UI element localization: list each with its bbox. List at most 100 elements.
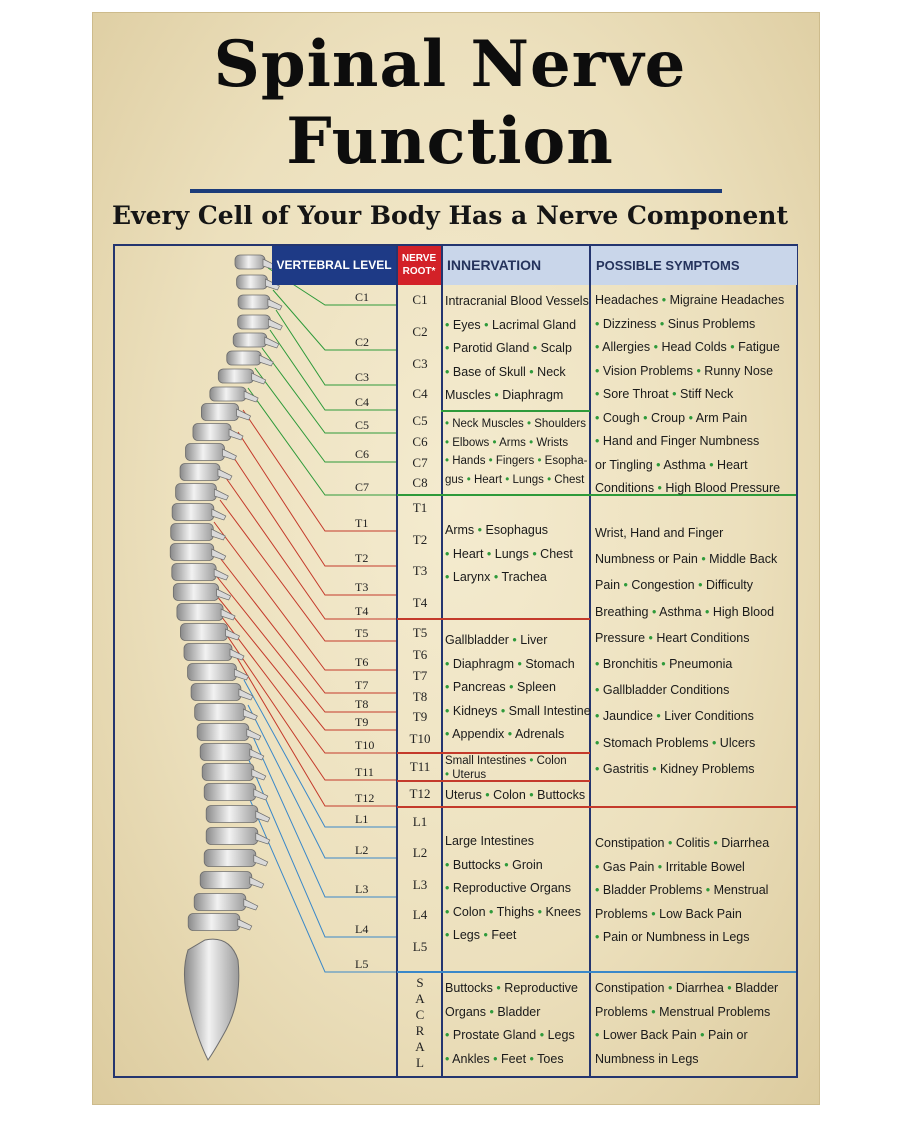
row-separator-t12: [397, 806, 796, 808]
vertebra-body: [205, 827, 259, 845]
connector-line-t1: [242, 409, 397, 532]
sacral-letter: S: [416, 975, 424, 990]
header-nerve-root: NERVE ROOT*: [397, 246, 441, 285]
innervation-cell: Small Intestines • Colon• Uterus: [445, 754, 567, 782]
vertebra-process: [255, 832, 271, 845]
vertebra-body: [199, 743, 253, 761]
symptom-line: or Tingling • Asthma • Heart: [595, 457, 748, 472]
innervation-cell: Arms • Esophagus• Heart • Lungs • Chest•…: [445, 519, 573, 590]
innervation-line: Uterus • Colon • Buttocks: [445, 788, 586, 802]
vertebral-level-t8: T8: [355, 697, 369, 711]
symptom-cell: Constipation • Colitis • Diarrhea• Gas P…: [595, 832, 769, 950]
vertebra-process: [268, 318, 283, 331]
row-separator-t10: [397, 752, 590, 754]
connector-line-c2: [272, 289, 397, 351]
innervation-line: • Hands • Fingers • Esopha-: [445, 455, 588, 467]
innervation-line: • Pancreas • Spleen: [445, 680, 556, 694]
nerve-root-c3: C3: [412, 356, 428, 371]
innervation-line: • Prostate Gland • Legs: [445, 1028, 575, 1042]
vertebral-level-c6: C6: [355, 447, 370, 461]
connector-line-t5: [219, 499, 397, 642]
vertebra-body: [183, 643, 233, 661]
vertebra-process: [236, 408, 252, 421]
symptom-line: • Cough • Croup • Arm Pain: [595, 410, 748, 425]
vertebra-body: [193, 893, 247, 911]
vertebra-body: [170, 523, 214, 541]
vertebra-body: [226, 350, 262, 366]
vertebra-process: [222, 448, 237, 461]
vertebra-body: [180, 623, 228, 641]
row-separator-t11: [397, 780, 590, 782]
vertebra-body: [179, 463, 221, 481]
vertebra-body: [201, 763, 255, 781]
nerve-root-t2: T2: [412, 532, 428, 547]
vertebra-process: [258, 354, 274, 367]
vertebral-level-l3: L3: [355, 882, 369, 896]
row-separator-l5: [397, 971, 796, 973]
nerve-root-l3: L3: [412, 877, 428, 892]
vertebra-body: [209, 386, 247, 402]
vertebra-body: [236, 274, 268, 290]
vertebra-body: [237, 294, 271, 310]
sacral-label: S A C R A L: [397, 975, 443, 1071]
connector-line-c7: [247, 387, 397, 496]
nerve-root-t12: T12: [409, 786, 431, 801]
vertebra-process: [267, 298, 283, 311]
nerve-root-c8: C8: [412, 475, 428, 490]
nerve-root-l1: L1: [412, 814, 428, 829]
symptom-line: • Hand and Finger Numbness: [595, 434, 760, 448]
vertebra-body: [190, 683, 242, 701]
vertebral-level-l1: L1: [355, 812, 369, 826]
vertebral-level-t5: T5: [355, 626, 369, 640]
innervation-line: • Colon • Thighs • Knees: [445, 904, 581, 919]
innervation-line: • Larynx • Trachea: [445, 570, 547, 584]
connector-line-t4: [225, 477, 397, 620]
vertebra-process: [249, 876, 265, 889]
connector-line-c6: [254, 367, 397, 463]
innervation-line: • Neck Muscles • Shoulders: [445, 418, 587, 430]
connector-line-t10: [217, 611, 397, 754]
symptom-line: • Stomach Problems • Ulcers: [595, 735, 756, 750]
nerve-root-c7: C7: [412, 455, 428, 470]
symptom-line: Pain • Congestion • Difficulty: [595, 578, 753, 593]
connector-line-l5: [243, 785, 397, 973]
vertebra-body: [205, 805, 259, 823]
connector-line-l2: [247, 704, 397, 859]
nerve-root-c6: C6: [412, 434, 428, 449]
vertebra-process: [229, 648, 245, 661]
innervation-line: • Buttocks • Groin: [445, 857, 543, 872]
vertebra-body: [192, 423, 232, 441]
header-nerve-root-line1: NERVE: [401, 253, 437, 264]
connector-line-c5: [261, 347, 397, 434]
nerve-root-t8: T8: [412, 689, 428, 704]
symptom-cell: Headaches • Migraine Headaches • Dizzines…: [595, 289, 784, 501]
innervation-line: • Ankles • Feet • Toes: [445, 1051, 564, 1066]
vertebral-level-t7: T7: [355, 678, 369, 692]
innervation-line: • Legs • Feet: [445, 928, 517, 942]
sacral-letter: A: [415, 991, 425, 1006]
vertebra-process: [237, 918, 253, 931]
vertebral-level-t10: T10: [355, 738, 375, 752]
symptom-line: Headaches • Migraine Headaches: [595, 293, 785, 307]
row-separator-t4: [397, 618, 590, 620]
innervation-cell: Intracranial Blood Vessels• Eyes • Lacri…: [445, 290, 589, 408]
row-separator-c7: [397, 494, 796, 496]
connector-line-l1: [243, 679, 397, 828]
nerve-root-c2: C2: [412, 324, 428, 339]
nerve-root-t3: T3: [412, 563, 428, 578]
symptom-line: • Gastritis • Kidney Problems: [595, 761, 755, 776]
row-separator-c4: [441, 410, 590, 412]
symptom-line: Constipation • Diarrhea • Bladder: [595, 981, 779, 995]
vertebral-level-t12: T12: [355, 791, 375, 805]
symptom-line: • Dizziness • Sinus Problems: [595, 316, 756, 331]
connector-line-t6: [213, 521, 397, 671]
vertebra-body: [200, 403, 239, 421]
nerve-root-t4: T4: [412, 595, 428, 610]
vertebral-level-t3: T3: [355, 580, 369, 594]
vertebra-body: [203, 783, 257, 801]
symptom-line: Breathing • Asthma • High Blood: [595, 604, 775, 619]
vertebral-level-c4: C4: [355, 395, 370, 409]
vertebral-level-t2: T2: [355, 551, 369, 565]
vertebra-process: [251, 372, 267, 385]
symptom-line: • Bronchitis • Pneumonia: [595, 657, 733, 672]
